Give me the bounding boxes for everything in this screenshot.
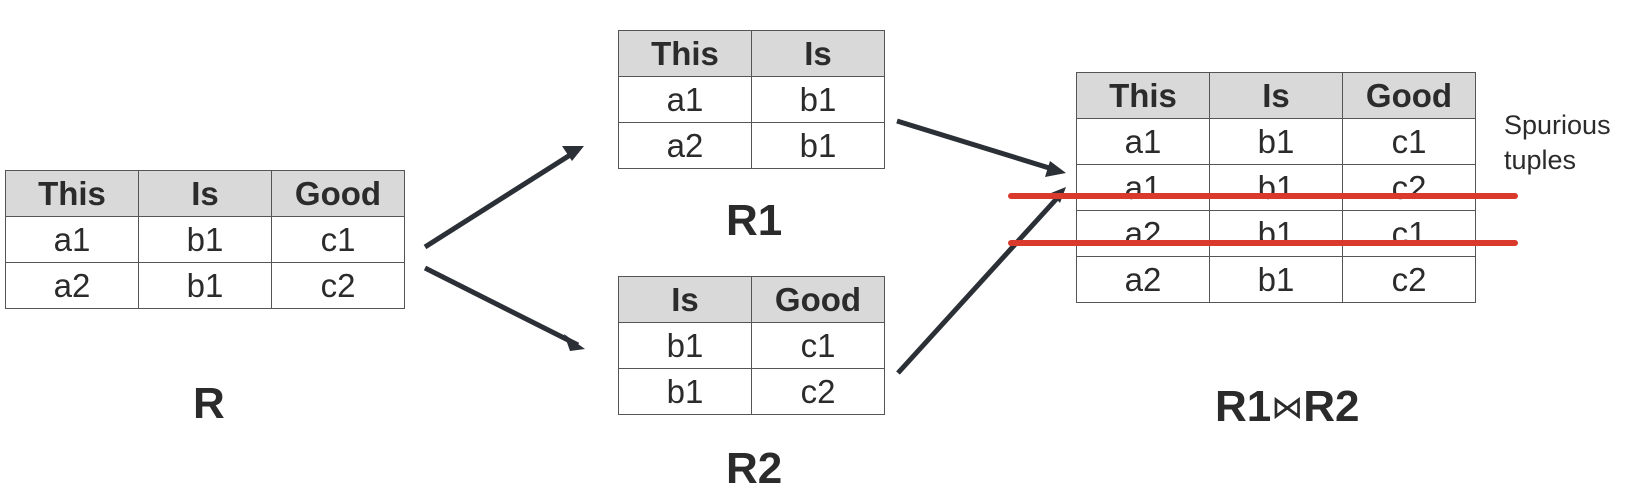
table-row: a1 b1 c1 [5,216,405,263]
arrow-r-to-r1 [423,147,580,250]
header-cell: This [5,170,139,217]
arrowhead-r1 [562,146,584,161]
table-header-row: This Is Good [5,170,405,217]
table-header-row: Is Good [618,276,885,323]
arrow-r-to-r2 [423,265,580,348]
relation-r-table: This Is Good a1 b1 c1 a2 b1 c2 [5,170,405,309]
table-row: b1 c1 [618,322,885,369]
relation-r-label: R [193,379,225,428]
arrow-r1-to-join [896,118,1060,174]
header-cell: Is [751,30,885,77]
header-cell: Is [138,170,272,217]
table-cell: b1 [138,216,272,263]
relation-r2-label: R2 [726,444,783,493]
table-cell: c2 [751,368,885,415]
header-cell: Good [271,170,405,217]
natural-join-symbol-icon: ⋈ [1271,388,1304,426]
table-cell: b1 [1209,256,1343,303]
table-row: a2 b1 [618,122,885,169]
table-header-row: This Is [618,30,885,77]
table-cell: a2 [5,262,139,309]
table-cell: c1 [1342,118,1476,165]
table-row: a2 b1 c2 [5,262,405,309]
arrowhead-join-top [1045,161,1066,177]
relation-r1-label: R1 [726,196,783,245]
table-cell: b1 [1209,118,1343,165]
header-cell: Good [1342,72,1476,119]
join-label-left: R1 [1215,382,1272,431]
table-cell: b1 [618,368,752,415]
spurious-note-line: Spurious [1504,110,1611,140]
table-cell: c2 [271,262,405,309]
relation-r2-table: Is Good b1 c1 b1 c2 [618,276,885,415]
header-cell: This [618,30,752,77]
table-cell: c1 [271,216,405,263]
table-row: a1 b1 [618,76,885,123]
table-cell: c2 [1342,164,1476,211]
join-label: R1⋈R2 [1215,382,1360,432]
table-cell: c1 [751,322,885,369]
table-row: a1 b1 c1 [1076,118,1476,165]
header-cell: This [1076,72,1210,119]
header-cell: Good [751,276,885,323]
table-cell: b1 [751,76,885,123]
spurious-tuples-note: Spurious tuples [1504,108,1611,178]
relation-join-table: This Is Good a1 b1 c1 a1 b1 c2 a2 b1 c1 … [1076,72,1476,303]
table-cell: b1 [138,262,272,309]
table-cell: a1 [5,216,139,263]
table-cell: b1 [751,122,885,169]
table-cell: a2 [618,122,752,169]
header-cell: Is [1209,72,1343,119]
arrowhead-r2 [564,334,585,351]
header-cell: Is [618,276,752,323]
table-cell: a2 [1076,256,1210,303]
relation-r1-table: This Is a1 b1 a2 b1 [618,30,885,169]
spurious-note-line: tuples [1504,145,1577,175]
table-cell: c2 [1342,256,1476,303]
table-row: a2 b1 c2 [1076,256,1476,303]
table-cell: b1 [618,322,752,369]
table-cell: a1 [618,76,752,123]
table-header-row: This Is Good [1076,72,1476,119]
table-row: b1 c2 [618,368,885,415]
arrow-r2-to-join [896,193,1062,375]
table-cell: a1 [1076,118,1210,165]
join-label-right: R2 [1303,382,1360,431]
table-cell: a1 [1076,164,1210,211]
